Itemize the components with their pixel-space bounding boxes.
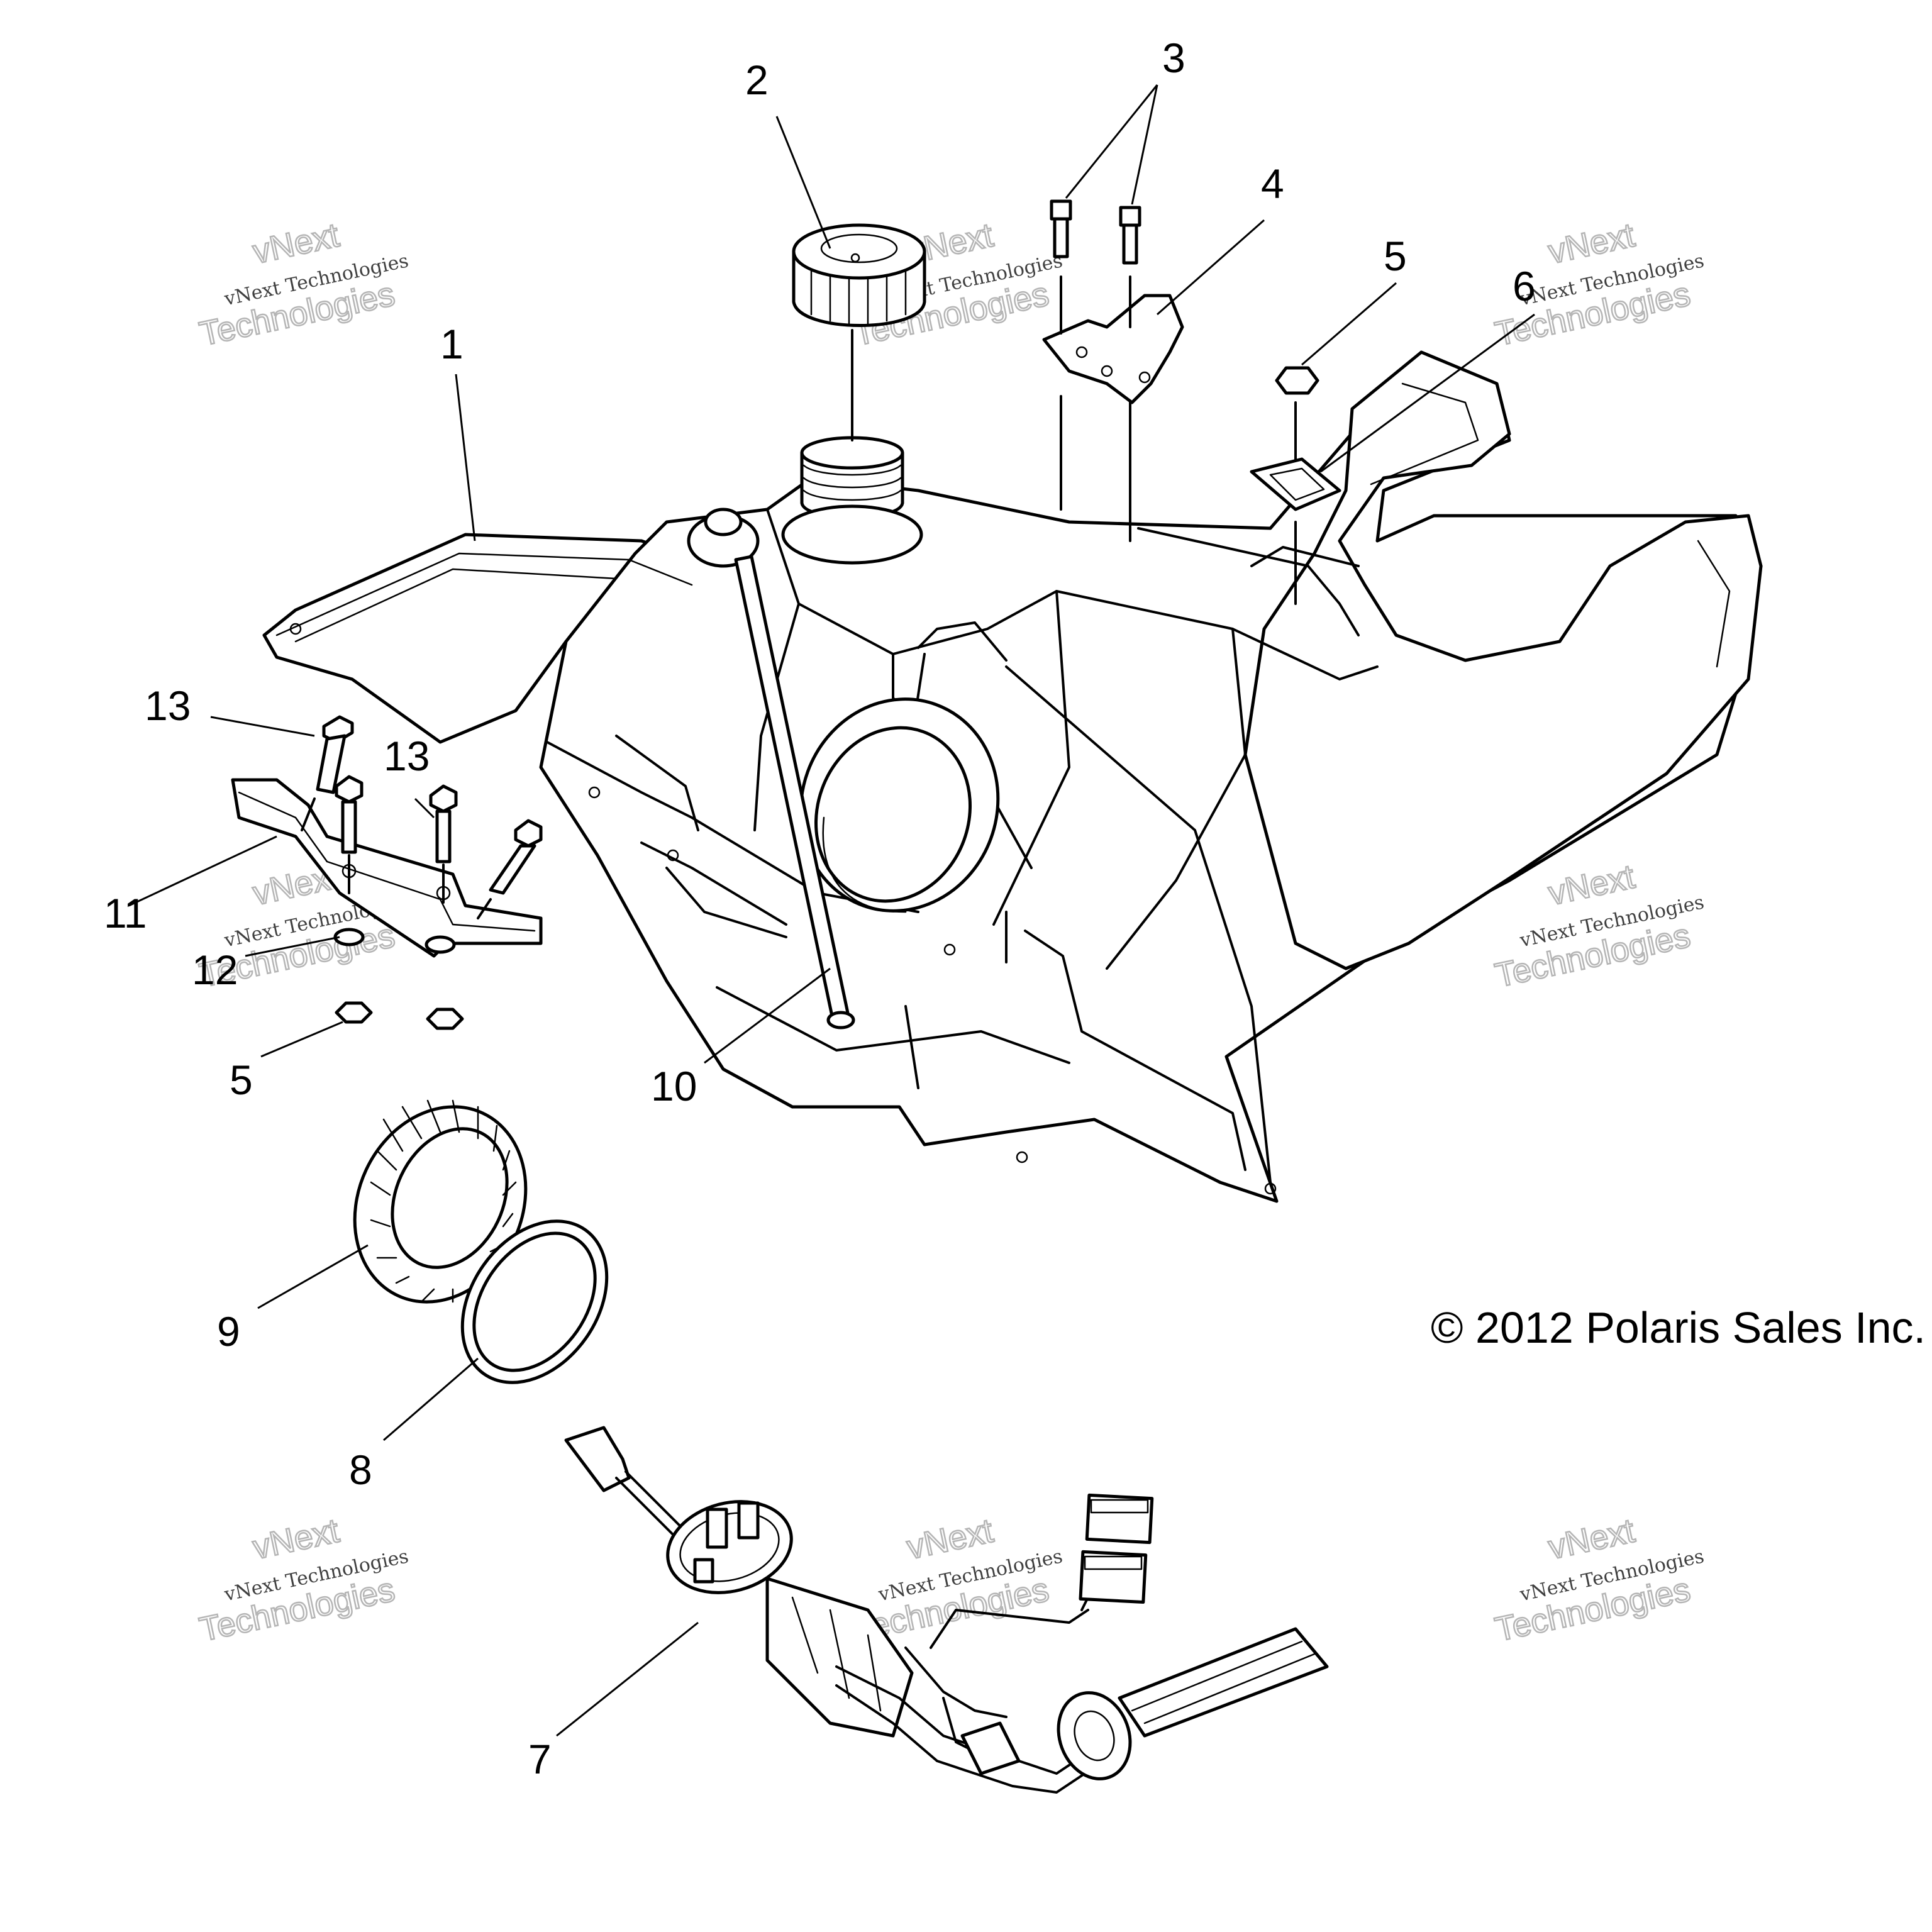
watermark-top-left: vNext vNext Technologies Technologies [196,215,411,353]
callout-5-top: 5 [1384,233,1407,279]
fuel-tank [262,350,1763,1203]
bolt-13-b [335,775,364,854]
fuel-float [1079,1493,1154,1604]
callout-3: 3 [1162,35,1185,81]
grommet-6 [1250,457,1341,511]
bolt-13-c [429,784,458,863]
svg-text:vNext: vNext [1545,858,1638,913]
leader-lines [128,84,1535,1737]
tank-saddle-right [1243,350,1763,970]
vent-hose [734,555,855,1030]
seal-8 [460,1219,609,1384]
filler-neck [781,436,923,565]
fuel-pump-assembly [564,1426,1329,1794]
callout-8: 8 [349,1446,372,1493]
svg-text:vNext: vNext [1545,1512,1638,1567]
callout-12: 12 [192,947,238,993]
callout-10: 10 [651,1063,697,1109]
callout-4: 4 [1261,160,1284,207]
callout-11: 11 [104,890,147,936]
callout-13-center: 13 [384,733,430,779]
callout-13-left: 13 [145,682,191,729]
bolt-3a [1050,199,1072,258]
bolt-13-d [489,819,543,895]
callout-2: 2 [745,57,769,103]
nut-5-left-a [335,1001,373,1024]
callout-9: 9 [217,1308,240,1355]
callout-7: 7 [528,1736,552,1782]
bolt-3b [1119,206,1141,265]
nut-5-top [1275,366,1319,395]
fuel-cap [792,223,926,327]
callout-6: 6 [1513,263,1536,309]
nut-5-left-b [426,1008,464,1030]
fuel-sender [1057,1627,1329,1780]
bolt-13-a [316,715,354,794]
bolt-13d-guide [477,898,492,919]
svg-text:vNext: vNext [250,1512,343,1567]
svg-text:vNext: vNext [904,1512,997,1567]
watermark-bottom-right: vNext vNext Technologies Technologies [1491,1511,1706,1649]
callout-1: 1 [440,321,464,367]
svg-text:vNext: vNext [1545,216,1638,271]
copyright-notice: © 2012 Polaris Sales Inc. [1431,1303,1926,1352]
bracket [1042,294,1184,404]
watermark-bottom-left: vNext vNext Technologies Technologies [196,1511,411,1649]
bolt-13a-guide [301,797,316,831]
callout-5-left: 5 [230,1057,253,1103]
mount-bracket-11 [231,778,543,958]
washer-12-b [425,935,456,954]
pump-opening [799,697,1000,913]
tank-body [539,350,1763,1203]
svg-text:vNext: vNext [250,216,343,271]
